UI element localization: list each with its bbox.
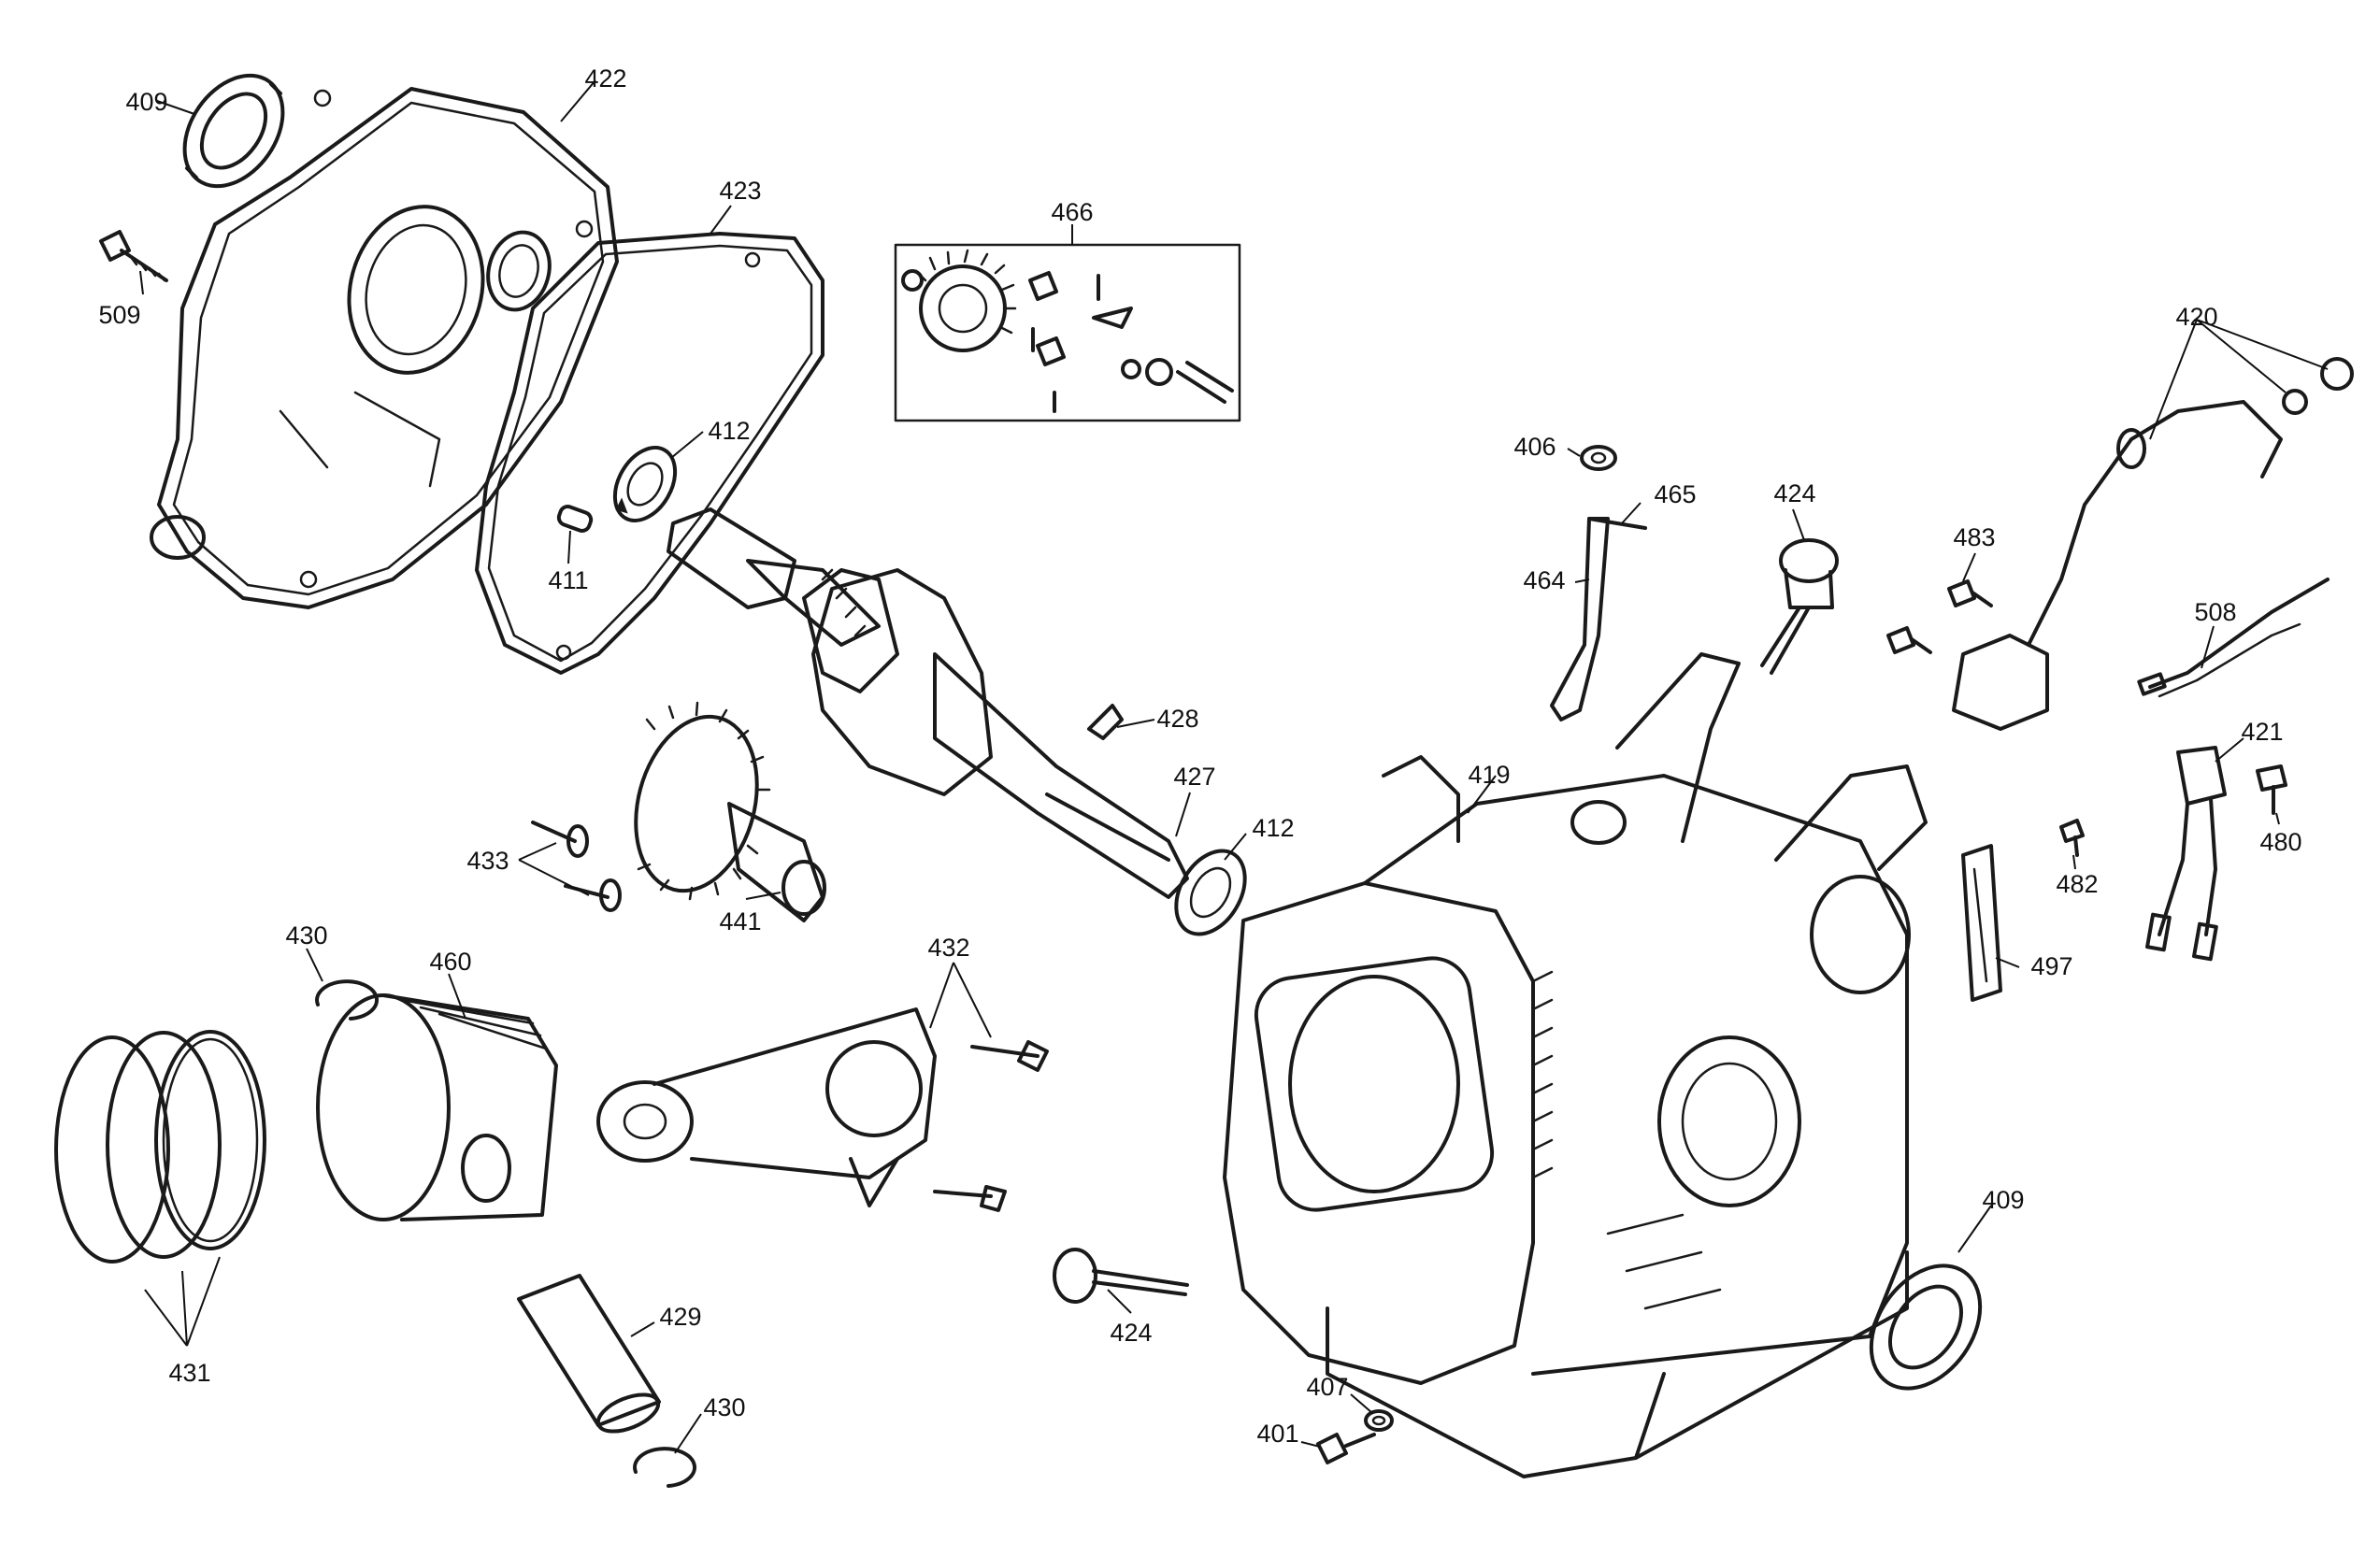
callout-465: 465 [1654,480,1696,508]
callout-430-lower: 430 [703,1393,745,1421]
wire-508 [2137,578,2330,698]
bearing-412-lower [1174,849,1247,936]
callout-412-upper: 412 [708,417,750,445]
callout-412-lower: 412 [1252,814,1294,842]
callout-431: 431 [168,1359,210,1387]
callout-420: 420 [2175,303,2217,331]
governor-kit-466 [894,243,1241,422]
circlip-430-upper [315,979,380,1021]
callout-466: 466 [1051,198,1093,226]
callout-424-lower: 424 [1110,1319,1152,1347]
gasket-423 [475,232,824,675]
callout-430-upper: 430 [285,921,327,949]
leader-lines [139,79,2329,1454]
callout-427: 427 [1173,763,1215,791]
bolts-483 [1886,579,1993,654]
callout-508: 508 [2194,598,2236,626]
callout-409-bottom: 409 [1982,1186,2024,1214]
callout-464: 464 [1523,566,1565,594]
bolt-482 [2059,819,2085,857]
callout-419: 419 [1468,761,1510,789]
piston-pin-429 [517,1274,661,1434]
oil-sensor-424-upper [1760,538,1839,675]
bolt-401 [1316,1433,1376,1464]
camshaft-441 [634,701,826,922]
strip-497 [1961,844,2002,1002]
callout-409-top: 409 [125,88,167,116]
callout-407: 407 [1306,1373,1348,1401]
callout-460: 460 [429,948,471,976]
crankcase-cover-422 [150,87,619,609]
callout-428: 428 [1156,705,1198,733]
nut-406 [1580,445,1617,471]
callout-482: 482 [2056,870,2098,898]
callout-422: 422 [584,64,626,93]
callout-433: 433 [466,847,509,875]
callout-497: 497 [2030,952,2072,980]
dowel-pin-411 [556,505,594,533]
bolt-509 [99,230,168,282]
callout-432: 432 [927,934,969,962]
callout-483: 483 [1953,523,1995,551]
callout-441: 441 [719,907,761,935]
pins-433 [531,821,622,912]
callout-424-upper: 424 [1773,479,1815,507]
callout-509: 509 [98,301,140,329]
circlip-430-lower [633,1447,697,1488]
bolt-480 [2256,764,2287,815]
governor-arm-464 [1550,517,1647,721]
ignition-coil-420 [1952,357,2354,731]
crankshaft [667,507,1189,899]
callout-421: 421 [2241,718,2283,746]
oil-sensor-424-lower [1053,1248,1189,1304]
callout-429: 429 [659,1303,701,1331]
callout-406: 406 [1513,433,1556,461]
oil-seal-409-bottom [1869,1264,1983,1391]
washer-407 [1364,1409,1394,1432]
crankcase-block-419 [1223,652,1928,1478]
callout-411: 411 [548,566,588,594]
callout-labels: 409 422 423 509 466 412 411 428 427 412 … [98,64,2301,1448]
module-421 [2145,746,2227,962]
callout-423: 423 [719,177,761,205]
callout-480: 480 [2259,828,2301,856]
oil-seal-409-top [182,73,285,189]
piston-rings-431 [54,1030,266,1264]
piston-460 [316,993,558,1221]
connecting-rod-432 [596,1007,1049,1212]
bearing-412-upper [612,446,678,522]
callout-401: 401 [1256,1420,1298,1448]
